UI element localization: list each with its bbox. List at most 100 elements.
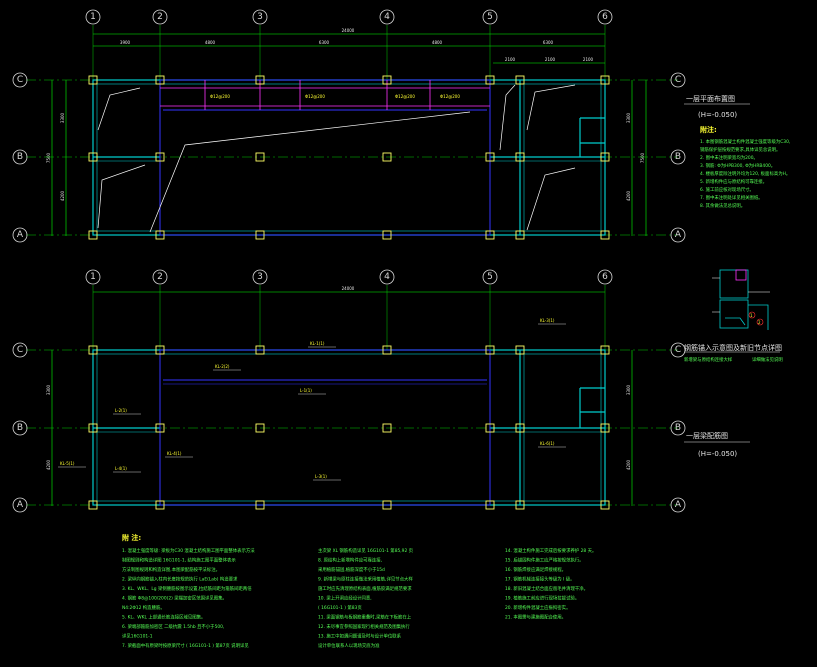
row-dimension: 4200 <box>60 190 65 201</box>
column-axis-bubble <box>482 269 498 285</box>
row-axis-label: A <box>17 230 24 240</box>
column-axis-label: 1 <box>90 12 96 22</box>
column <box>255 345 265 355</box>
column <box>382 345 392 355</box>
beam-label: L-3(1) <box>315 474 327 479</box>
column <box>88 345 98 355</box>
column-axis-label: 5 <box>487 12 493 22</box>
row-axis-bubble <box>670 72 686 88</box>
row-axis-label: A <box>675 500 682 510</box>
row-axis-label: A <box>675 230 682 240</box>
column <box>88 230 98 240</box>
row-axis-bubble <box>670 227 686 243</box>
column-axis-bubble <box>379 9 395 25</box>
row-axis-bubble <box>12 342 28 358</box>
row-axis-bubble <box>12 420 28 436</box>
right-dimension: 2100 <box>545 57 556 62</box>
note-line: 16. 钢筋焊接应满足焊接规程。 <box>505 566 566 573</box>
column <box>255 500 265 510</box>
total-row-dimension: 7500 <box>46 152 51 163</box>
column-axis-label: 3 <box>257 272 263 282</box>
beam-label: KL-6(1) <box>540 441 555 446</box>
column <box>485 500 495 510</box>
row-axis-label: B <box>17 152 23 162</box>
column-axis-bubble <box>252 9 268 25</box>
row-axis-label: C <box>17 345 23 355</box>
column <box>155 423 165 433</box>
row-axis-label: B <box>17 423 23 433</box>
column-axis-label: 6 <box>602 272 608 282</box>
column <box>515 230 525 240</box>
column <box>382 152 392 162</box>
plan-title: 一层梁配筋图 <box>686 431 728 440</box>
beam-label: L-1(1) <box>300 388 312 393</box>
note-line: 6. 梁端部箍筋加密区 二级抗震 1.5hb 且不小于500, <box>122 623 224 630</box>
column <box>88 500 98 510</box>
column-axis-bubble <box>252 269 268 285</box>
row-dimension: 4200 <box>626 459 631 470</box>
note-line: 7. 梁截面中有原梁时按原梁尺寸 ( 16G101-1 ) 第87页 说明详见 <box>122 642 249 649</box>
beam-label: KL-3(1) <box>540 318 555 323</box>
column <box>515 423 525 433</box>
note-line: 1. 本图钢筋混凝土构件混凝土强度等级为C30, <box>700 138 790 145</box>
column <box>155 75 165 85</box>
plan-elevation: (H=-0.050) <box>698 450 737 458</box>
segment-dimension: 3900 <box>120 40 131 45</box>
segment-dimension: 4800 <box>432 40 443 45</box>
column-axis-label: 2 <box>157 272 163 282</box>
beam-label: KL-1(1) <box>310 341 325 346</box>
column <box>382 500 392 510</box>
note-line: 施工时应先清理原结构表面,植筋胶满足规范要求 <box>318 585 412 592</box>
detail-sub-caption: 新增梁与原结构连接大样 <box>684 356 733 363</box>
column <box>485 230 495 240</box>
note-line: 设计单位联系人以现场交底为准 <box>318 642 380 649</box>
right-dimension: 2100 <box>583 57 594 62</box>
column <box>600 500 610 510</box>
note-line: 详见16G101-1 <box>122 633 153 640</box>
column <box>515 152 525 162</box>
column <box>485 75 495 85</box>
detail-scale-note: 详细做法见说明 <box>752 356 783 363</box>
note-line: 方法制图规则和构造详图,本图梁配筋按平法标注。 <box>122 566 220 573</box>
note-line: 17. 钢筋机械连接接头等级为 I 级。 <box>505 576 575 583</box>
column <box>88 423 98 433</box>
column <box>155 500 165 510</box>
column <box>600 230 610 240</box>
plan-title: 一层平面布置图 <box>686 94 735 103</box>
column <box>155 152 165 162</box>
connection-detail: 1 2 钢筋锚入示意图及新旧节点详图 新增梁与原结构连接大样 详细做法见说明 <box>684 269 783 363</box>
row-axis-bubble <box>12 72 28 88</box>
note-line: 5. 新增构件应与原结构可靠连接。 <box>700 178 767 185</box>
note-line: 20. 新增构件混凝土应振捣密实。 <box>505 604 570 611</box>
note-line: 2. 图中未注明梁宽均为200。 <box>700 154 758 161</box>
row-axis-bubble <box>670 149 686 165</box>
overall-dimension: 24000 <box>342 28 355 33</box>
row-axis-bubble <box>12 497 28 513</box>
svg-text:Φ12@200: Φ12@200 <box>305 94 325 99</box>
column <box>485 423 495 433</box>
note-line: 11. 梁面钢筋与板钢筋重叠时,梁筋在下板筋在上 <box>318 614 412 621</box>
column <box>255 152 265 162</box>
row-axis-label: C <box>17 75 23 85</box>
column-axis-bubble <box>597 9 613 25</box>
segment-dimension: 6300 <box>543 40 554 45</box>
note-line: 制图规则和构造详图 16G101-1, 结构施工图平面整体表示 <box>122 557 236 564</box>
column <box>88 152 98 162</box>
column-axis-bubble <box>482 9 498 25</box>
column-axis-bubble <box>152 9 168 25</box>
column-axis-bubble <box>379 269 395 285</box>
row-axis-bubble <box>670 497 686 513</box>
row-axis-label: C <box>675 345 681 355</box>
note-line: 14. 混凝土构件施工完成后按要求养护 28 天。 <box>505 547 596 554</box>
general-notes: 附 注: 1. 混凝土强度等级: 梁板为C30 混凝土结构施工图平面整体表示方法… <box>122 533 596 649</box>
note-line: 13. 施工中如遇问题请及时与设计单位联系 <box>318 633 402 640</box>
row-axis-bubble <box>670 342 686 358</box>
row-dimension: 3300 <box>626 112 631 123</box>
row-dimension: 4200 <box>626 190 631 201</box>
note-line: N4:2Φ12 构造腰筋。 <box>122 604 165 611</box>
note-line: 4. 钢筋 Φ8@100/200(2) 梁端加密区范围详见图集。 <box>122 595 227 602</box>
note-line: 3. KL、WKL、Lg 梁侧腰筋按图示设置,拉结筋间距为箍筋间距两倍 <box>122 585 252 592</box>
beam-label: L-4(1) <box>115 466 127 471</box>
